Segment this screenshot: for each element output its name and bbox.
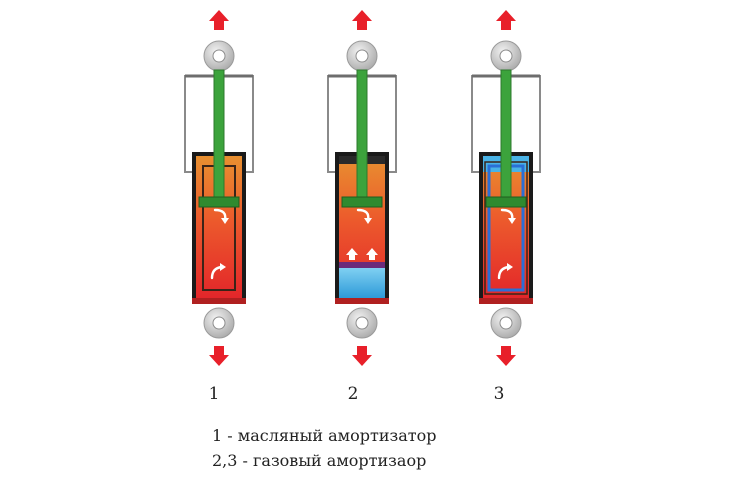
gas-arrow-icon — [366, 248, 378, 260]
bottom-cap — [335, 298, 389, 304]
piston-rod — [213, 69, 225, 207]
eye-mount-hole — [212, 316, 226, 330]
flow-arrowhead — [507, 263, 513, 271]
flow-arrowhead — [364, 218, 372, 224]
arrow-down-icon — [352, 346, 372, 366]
piston-rod — [356, 69, 368, 207]
gas-arrow-icon — [346, 248, 358, 260]
eye-mount-hole — [499, 49, 513, 63]
arrow-down-icon — [209, 346, 229, 366]
label-2: 2 — [347, 384, 359, 404]
eye-mount-hole — [499, 316, 513, 330]
flow-arrowhead — [221, 218, 229, 224]
piston — [198, 196, 240, 208]
gas-chamber — [339, 268, 385, 298]
arrow-up-icon — [209, 10, 229, 30]
arrow-up-icon — [352, 10, 372, 30]
label-1: 1 — [208, 384, 220, 404]
floating-piston — [339, 262, 385, 268]
piston — [341, 196, 383, 208]
flow-arrowhead — [508, 218, 516, 224]
legend-oil: 1 - масляный амортизатор — [212, 426, 437, 445]
piston — [485, 196, 527, 208]
piston-rod — [500, 69, 512, 207]
bottom-cap — [192, 298, 246, 304]
arrow-down-icon — [496, 346, 516, 366]
eye-mount-hole — [355, 316, 369, 330]
bottom-cap — [479, 298, 533, 304]
arrow-up-icon — [496, 10, 516, 30]
eye-mount-hole — [355, 49, 369, 63]
legend-gas: 2,3 - газовый амортизаор — [212, 451, 427, 470]
flow-arrowhead — [220, 263, 226, 271]
label-3: 3 — [493, 384, 505, 404]
eye-mount-hole — [212, 49, 226, 63]
